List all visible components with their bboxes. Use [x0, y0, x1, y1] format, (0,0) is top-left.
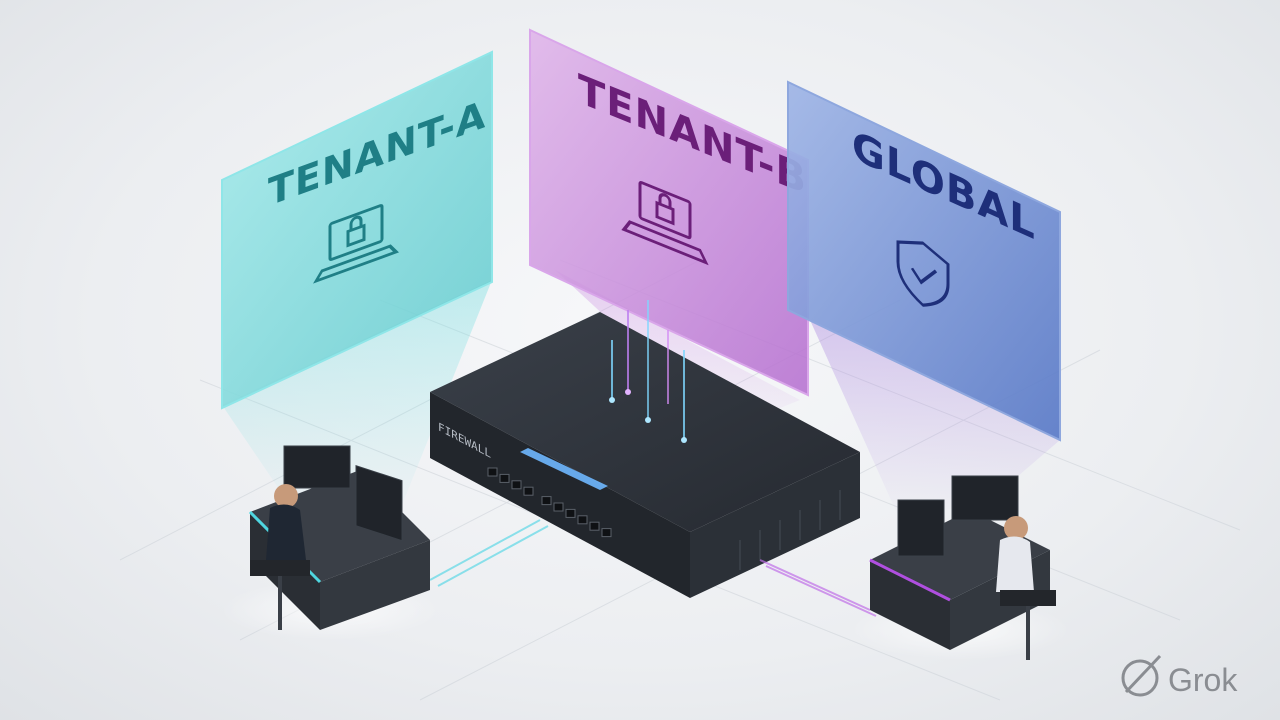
device-front: [430, 392, 690, 598]
global-beam: [810, 320, 1060, 520]
right-workstation: [850, 475, 1070, 660]
ethernet-port: [601, 528, 612, 538]
ethernet-port: [511, 480, 522, 490]
ethernet-port: [565, 508, 576, 518]
grok-watermark: Grok: [1121, 654, 1238, 698]
ethernet-port: [577, 515, 588, 525]
laptop-lock-icon: [621, 181, 709, 266]
data-stream: [609, 300, 687, 443]
network-links: [429, 519, 877, 617]
device-top: [430, 312, 860, 532]
port-array: [487, 467, 612, 538]
ethernet-port: [499, 473, 510, 483]
status-glow: [520, 448, 608, 490]
shield-check-icon: [896, 240, 950, 307]
watermark-text: Grok: [1168, 662, 1238, 698]
grok-logo-icon: [1121, 654, 1162, 697]
person-at-workstation-icon: [996, 516, 1056, 660]
left-workstation: [220, 445, 440, 640]
ethernet-port: [553, 502, 564, 512]
ethernet-port: [523, 486, 534, 496]
vent-grille: [739, 490, 841, 570]
person-at-workstation-icon: [250, 484, 310, 630]
ethernet-port: [541, 496, 552, 506]
ethernet-port: [487, 467, 498, 477]
ethernet-port: [589, 521, 600, 531]
firewall-device: FIREWALL: [430, 312, 860, 598]
device-side: [690, 452, 860, 598]
laptop-lock-icon: [313, 204, 399, 284]
